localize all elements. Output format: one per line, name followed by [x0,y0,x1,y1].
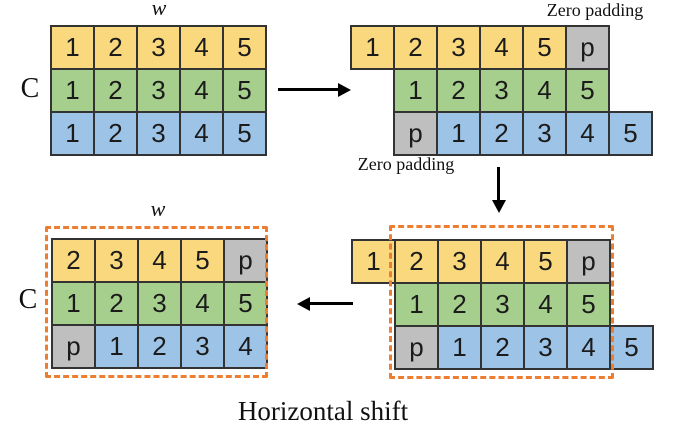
grid-cell: 2 [94,281,139,326]
grid-cell: 2 [479,111,524,156]
grid-cell: 2 [394,239,439,284]
grid-cell: p [393,111,438,156]
grid-cell: 3 [437,239,482,284]
grid-cell: 4 [179,68,224,113]
grid-cell: 1 [351,239,396,284]
grid-cell: 5 [522,25,567,70]
grid-cell: 1 [437,325,482,370]
grid-cell: 1 [393,68,438,113]
grid-cell: 3 [180,324,225,369]
grid-cell: 3 [94,238,139,283]
grid-cell: 5 [523,239,568,284]
grid-cell: 3 [479,68,524,113]
grid-cell: 5 [609,325,654,370]
grid-cell: 1 [394,282,439,327]
grid-cell: 3 [137,281,182,326]
grid-cell: 3 [136,68,181,113]
channel-axis-label-top: C [20,73,40,104]
grid-cell: 4 [480,239,525,284]
figure-caption: Horizontal shift [237,396,409,426]
width-axis-label-bottom: w [150,196,166,221]
grid-cell: 5 [222,25,267,70]
grid-cell: 4 [179,111,224,156]
grid-cell: 2 [436,68,481,113]
grid-cell: 2 [93,68,138,113]
grid-cell: p [51,324,96,369]
grid-cell: 4 [180,281,225,326]
zero-padding-label-top: Zero padding [546,0,644,20]
grid-cell: 1 [436,111,481,156]
grid-cell: 4 [565,111,610,156]
grid-cell: 5 [566,282,611,327]
grid-cell: 2 [393,25,438,70]
grid-cell: 3 [436,25,481,70]
channel-axis-label-bottom: C [18,284,38,315]
grid-cell: p [394,325,439,370]
grid-cell: 3 [136,25,181,70]
grid-cell: 5 [223,281,268,326]
grid-cell: p [223,238,268,283]
grid-cell: 2 [93,25,138,70]
grid-cell: 1 [50,68,95,113]
grid-cell: 4 [523,282,568,327]
grid-cell: 3 [523,325,568,370]
grid-cell: 5 [180,238,225,283]
grid-cell: 1 [50,111,95,156]
zero-padding-label-bottom: Zero padding [357,154,455,174]
grid-cell: 3 [136,111,181,156]
grid-cell: 1 [51,281,96,326]
grid-cell: p [565,25,610,70]
grid-cell: 5 [565,68,610,113]
grid-cell: 1 [94,324,139,369]
grid-cell: 1 [350,25,395,70]
grid-cell: 2 [437,282,482,327]
grid-cell: 5 [222,68,267,113]
grid-cell: 2 [51,238,96,283]
grid-cell: 2 [93,111,138,156]
grid-cell: 3 [522,111,567,156]
grid-cell: 4 [522,68,567,113]
grid-cell: 5 [608,111,653,156]
grid-cell: p [566,239,611,284]
grid-cell: 4 [179,25,224,70]
grid-cell: 4 [479,25,524,70]
grid-cell: 4 [223,324,268,369]
width-axis-label-top: w [151,0,167,20]
grid-cell: 4 [566,325,611,370]
grid-cell: 3 [480,282,525,327]
grid-cell: 2 [480,325,525,370]
grid-cell: 4 [137,238,182,283]
grid-cell: 2 [137,324,182,369]
grid-cell: 5 [222,111,267,156]
grid-cell: 1 [50,25,95,70]
